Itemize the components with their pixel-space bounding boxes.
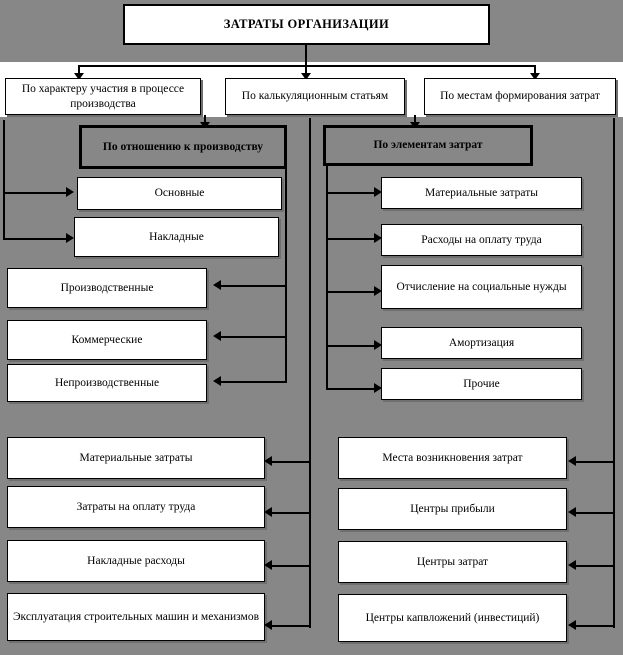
node-label: По калькуляционным статьям xyxy=(241,90,389,103)
connector-right-lower-bus xyxy=(613,118,615,628)
node-header-relation-to-production[interactable]: По отношению к производству xyxy=(79,125,287,169)
node-cost-centers[interactable]: Центры затрат xyxy=(338,541,567,583)
arrowhead-other xyxy=(374,383,382,393)
connector-to-social xyxy=(326,291,375,293)
node-other-costs[interactable]: Прочие xyxy=(381,368,582,400)
arrowhead-basic xyxy=(66,187,74,197)
node-profit-centers[interactable]: Центры прибыли xyxy=(338,488,567,530)
node-label: Центры капвложений (инвестиций) xyxy=(365,611,540,624)
arrowhead-material xyxy=(374,187,382,197)
connector-to-profit-centers xyxy=(576,512,614,514)
node-amortization[interactable]: Амортизация xyxy=(381,327,582,359)
arrowhead-amortization xyxy=(374,340,382,350)
connector-to-lower-material xyxy=(272,461,310,463)
node-label: Затраты на оплату труда xyxy=(76,500,196,513)
node-lower-overhead-expenses[interactable]: Накладные расходы xyxy=(7,540,265,582)
arrowhead-labor xyxy=(374,233,382,243)
arrowhead-overhead xyxy=(66,233,74,243)
node-label: По характеру участия в процессе производ… xyxy=(21,83,185,110)
connector-h2-down-bus xyxy=(326,164,328,390)
arrowhead-lower-material xyxy=(264,456,272,466)
connector-to-commercial xyxy=(221,336,287,338)
arrowhead-nonproduction xyxy=(213,376,221,386)
node-label: Центры прибыли xyxy=(410,502,495,515)
node-label: Места возникновения затрат xyxy=(382,451,523,464)
node-label: Накладные расходы xyxy=(87,554,185,567)
connector-to-amortization xyxy=(326,345,375,347)
node-label: Материальные затраты xyxy=(425,186,538,199)
node-production-costs[interactable]: Производственные xyxy=(7,268,207,308)
node-material-costs[interactable]: Материальные затраты xyxy=(381,177,582,209)
arrowhead-down-mid xyxy=(301,73,311,80)
connector-to-material xyxy=(326,192,375,194)
node-label: Коммерческие xyxy=(71,333,143,346)
node-label: Основные xyxy=(154,187,205,200)
connector-h1-down-bus xyxy=(285,168,287,383)
node-label: Эксплуатация строительных машин и механи… xyxy=(12,610,260,623)
node-label: Отчисление на социальные нужды xyxy=(396,280,567,293)
node-overhead-costs[interactable]: Накладные xyxy=(74,217,279,257)
node-label: Прочие xyxy=(463,377,500,390)
arrowhead-down-left xyxy=(74,73,84,80)
node-title[interactable]: ЗАТРАТЫ ОРГАНИЗАЦИИ xyxy=(123,4,490,45)
connector-to-other xyxy=(326,388,375,390)
connector-title-stem xyxy=(305,45,307,66)
connector-to-nonproduction xyxy=(221,381,287,383)
node-labor-payment-expenses[interactable]: Расходы на оплату труда xyxy=(381,224,582,256)
node-label: По элементам затрат xyxy=(373,139,483,152)
node-label: Центры затрат xyxy=(416,555,489,568)
arrowhead-commercial xyxy=(213,331,221,341)
node-label: По местам формирования затрат xyxy=(440,90,600,103)
connector-to-cost-centers xyxy=(576,565,614,567)
node-label: Накладные xyxy=(149,230,204,243)
node-label: Расходы на оплату труда xyxy=(421,233,542,246)
arrowhead-social xyxy=(374,286,382,296)
arrowhead-lower-overhead xyxy=(264,560,272,570)
node-label: Материальные затраты xyxy=(79,451,193,464)
connector-l1a-to-h1 xyxy=(204,115,206,127)
arrowhead-cost-centers xyxy=(568,560,576,570)
node-label: Непроизводственные xyxy=(54,376,160,389)
connector-to-lower-overhead xyxy=(272,565,310,567)
node-cost-origin-places[interactable]: Места возникновения затрат xyxy=(338,437,567,479)
arrowhead-lower-labor xyxy=(264,507,272,517)
connector-left-to-basic xyxy=(3,192,67,194)
connector-to-origin-places xyxy=(576,461,614,463)
arrowhead-down-right xyxy=(530,73,540,80)
arrowhead-production xyxy=(213,280,221,290)
connector-left-bus xyxy=(3,120,5,240)
connector-to-labor xyxy=(326,238,375,240)
node-label: Амортизация xyxy=(448,336,515,349)
connector-to-lower-labor xyxy=(272,512,310,514)
node-lower-material-costs[interactable]: Материальные затраты xyxy=(7,437,265,479)
node-l1-costing-items[interactable]: По калькуляционным статьям xyxy=(225,78,405,115)
node-l1-participation[interactable]: По характеру участия в процессе производ… xyxy=(5,78,201,115)
connector-l1c-to-h2 xyxy=(414,115,416,127)
node-lower-machinery-operation[interactable]: Эксплуатация строительных машин и механи… xyxy=(7,593,265,641)
arrowhead-profit-centers xyxy=(568,507,576,517)
arrowhead-origin-places xyxy=(568,456,576,466)
node-label: ЗАТРАТЫ ОРГАНИЗАЦИИ xyxy=(223,16,390,31)
connector-to-lower-machinery xyxy=(272,625,310,627)
node-l1-formation-places[interactable]: По местам формирования затрат xyxy=(424,78,616,115)
node-lower-labor-costs[interactable]: Затраты на оплату труда xyxy=(7,486,265,528)
arrowhead-lower-machinery xyxy=(264,620,272,630)
node-header-cost-elements[interactable]: По элементам затрат xyxy=(323,125,533,166)
node-label: Производственные xyxy=(60,281,154,294)
node-social-contributions[interactable]: Отчисление на социальные нужды xyxy=(381,265,582,309)
node-investment-centers[interactable]: Центры капвложений (инвестиций) xyxy=(338,594,567,642)
node-commercial-costs[interactable]: Коммерческие xyxy=(7,320,207,360)
node-label: По отношению к производству xyxy=(102,140,264,153)
connector-drop-left xyxy=(78,65,80,75)
node-nonproduction-costs[interactable]: Непроизводственные xyxy=(7,364,207,402)
node-basic-costs[interactable]: Основные xyxy=(77,177,282,210)
connector-to-production xyxy=(221,285,287,287)
connector-left-lower-bus xyxy=(309,118,311,628)
connector-left-to-overhead xyxy=(3,238,67,240)
connector-drop-mid xyxy=(305,65,307,75)
connector-drop-right xyxy=(534,65,536,75)
arrowhead-investment-centers xyxy=(568,620,576,630)
connector-distribution-bus xyxy=(78,65,536,67)
connector-to-investment-centers xyxy=(576,625,614,627)
